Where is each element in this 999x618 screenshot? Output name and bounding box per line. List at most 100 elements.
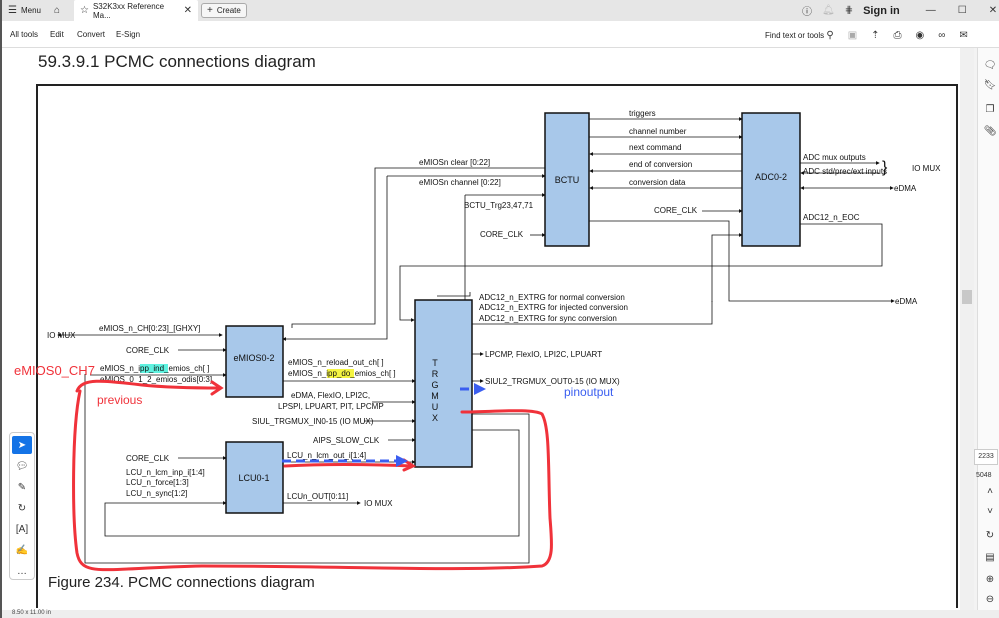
label-adc-io-mux: IO MUX bbox=[912, 164, 941, 173]
print-icon[interactable]: ⎙ bbox=[893, 29, 902, 41]
text-recognition-icon: [A] bbox=[15, 523, 29, 535]
label-triggers: triggers bbox=[629, 109, 656, 118]
trgmux-letter: M bbox=[431, 391, 439, 401]
brace: } bbox=[882, 159, 888, 176]
page-up-icon[interactable]: ˄ bbox=[987, 486, 993, 497]
page-number-input[interactable]: 2233 bbox=[974, 449, 998, 465]
title-right-controls: ⓘ 🔔︎ ⋕ Sign in — ☐ ✕ bbox=[802, 0, 997, 21]
select-tool[interactable]: ➤ bbox=[12, 436, 32, 454]
all-tools-link[interactable]: All tools bbox=[10, 30, 39, 39]
home-icon: ⌂ bbox=[54, 5, 61, 16]
menu-button[interactable]: ☰ Menu bbox=[8, 5, 41, 16]
lasso-icon: ↻ bbox=[17, 502, 27, 514]
label-bctu-core-clk: CORE_CLK bbox=[480, 230, 524, 239]
label-channel-number: channel number bbox=[629, 127, 687, 136]
comment-icon[interactable]: 🗨︎ bbox=[983, 60, 997, 71]
right-rail: 🗨︎ 🔖︎ ❐ 📎︎ ˄ ˅ ↻ ▤ ⊕ ⊖ bbox=[977, 48, 999, 610]
label-siul-out: SIUL2_TRGMUX_OUT0-15 (IO MUX) bbox=[485, 377, 620, 386]
esign-link[interactable]: E-Sign bbox=[116, 30, 141, 39]
label-lcu-force: LCU_n_force[1:3] bbox=[126, 478, 189, 487]
label-lcu-io-mux: IO MUX bbox=[364, 499, 393, 508]
apps-icon[interactable]: ⋕ bbox=[844, 5, 854, 16]
label-end-of-conversion: end of conversion bbox=[629, 160, 692, 169]
add-comment-tool[interactable]: 💬︎ bbox=[12, 457, 32, 475]
red-annotation-path bbox=[72, 379, 554, 572]
convert-link[interactable]: Convert bbox=[77, 30, 106, 39]
search-icon: ⚲ bbox=[826, 29, 834, 41]
label-emios-ch: eMIOS_n_CH[0:23]_[GHXY] bbox=[99, 324, 200, 333]
label-adc-mux-outputs: ADC mux outputs bbox=[803, 153, 866, 162]
trgmux-letter: G bbox=[431, 380, 438, 390]
minimize-icon[interactable]: — bbox=[925, 5, 936, 16]
mail-icon[interactable]: ✉ bbox=[959, 29, 968, 41]
label-periph-1: eDMA, FlexIO, LPI2C, bbox=[291, 391, 370, 400]
label-adc-edma: eDMA bbox=[894, 184, 917, 193]
trgmux-letter: R bbox=[432, 369, 439, 379]
maximize-icon[interactable]: ☐ bbox=[957, 5, 967, 16]
close-tab-icon[interactable]: ✕ bbox=[183, 5, 192, 16]
link-icon[interactable]: ∞ bbox=[938, 29, 946, 41]
help-icon[interactable]: ⓘ bbox=[802, 7, 812, 18]
toolbar: All tools Edit Convert E-Sign Find text … bbox=[2, 21, 999, 48]
find-tools-button[interactable]: Find text or tools ⚲ bbox=[765, 29, 834, 41]
trgmux-letter: U bbox=[432, 402, 439, 412]
document-viewport[interactable]: 59.3.9.1 PCMC connections diagram bbox=[2, 48, 967, 610]
label-adc-std-inputs: ADC std/prec/ext inputs bbox=[803, 167, 887, 176]
stamp-icon: ✍ bbox=[15, 544, 29, 556]
create-button[interactable]: + Create bbox=[201, 3, 247, 18]
lasso-tool[interactable]: ↻ bbox=[12, 499, 32, 517]
label-extrg-normal: ADC12_n_EXTRG for normal conversion bbox=[479, 293, 625, 302]
highlight-ipp-do bbox=[327, 369, 354, 378]
label-lpcmp-out: LPCMP, FlexIO, LPI2C, LPUART bbox=[485, 350, 602, 359]
highlight-ipp-ind bbox=[140, 364, 168, 373]
label-adc-core-clk: CORE_CLK bbox=[654, 206, 698, 215]
edit-link[interactable]: Edit bbox=[50, 30, 64, 39]
close-window-icon[interactable]: ✕ bbox=[988, 5, 998, 16]
label-emios-core-clk: CORE_CLK bbox=[126, 346, 170, 355]
share-user-icon[interactable]: ◉ bbox=[915, 29, 925, 41]
draw-tool[interactable]: ✎ bbox=[12, 478, 32, 496]
page-total: 5048 bbox=[976, 472, 992, 479]
emios-block bbox=[225, 325, 284, 398]
home-button[interactable]: ⌂ bbox=[54, 0, 60, 21]
label-next-command: next command bbox=[629, 143, 681, 152]
adc-label: ADC0-2 bbox=[755, 172, 787, 182]
scroll-thumb[interactable] bbox=[962, 290, 972, 304]
label-extrg-injected: ADC12_n_EXTRG for injected conversion bbox=[479, 303, 628, 312]
attachment-icon[interactable]: 📎︎ bbox=[983, 126, 997, 137]
more-tools[interactable]: … bbox=[12, 562, 32, 580]
rotate-icon[interactable]: ↻ bbox=[985, 530, 995, 541]
star-icon: ☆ bbox=[80, 5, 89, 16]
text-recognition-tool[interactable]: [A] bbox=[12, 520, 32, 538]
zoom-in-icon[interactable]: ⊕ bbox=[985, 574, 995, 585]
label-lcu-core-clk: CORE_CLK bbox=[126, 454, 170, 463]
label-emios-channel: eMIOSn channel [0:22] bbox=[419, 178, 501, 187]
draw-icon: ✎ bbox=[17, 481, 27, 493]
upload-icon[interactable]: ⇡ bbox=[871, 29, 880, 41]
sign-in-button[interactable]: Sign in bbox=[863, 4, 900, 17]
menu-icon: ☰ bbox=[8, 5, 17, 16]
save-icon[interactable]: ▣ bbox=[847, 29, 858, 41]
bookmark-icon[interactable]: 🔖︎ bbox=[983, 80, 997, 91]
zoom-out-icon[interactable]: ⊖ bbox=[985, 594, 995, 605]
adc-block bbox=[741, 112, 801, 247]
blue-annotation-path bbox=[282, 383, 486, 467]
lcu-label: LCU0-1 bbox=[238, 473, 269, 483]
label-extrg-sync: ADC12_n_EXTRG for sync conversion bbox=[479, 314, 617, 323]
label-conversion-data: conversion data bbox=[629, 178, 686, 187]
bell-icon[interactable]: 🔔︎ bbox=[822, 5, 835, 16]
page-fit-icon[interactable]: ▤ bbox=[985, 552, 995, 563]
vertical-scrollbar[interactable] bbox=[960, 48, 974, 610]
pages-icon[interactable]: ❐ bbox=[985, 104, 995, 115]
emios-label: eMIOS0-2 bbox=[233, 353, 274, 363]
pcmc-diagram: BCTU ADC0-2 eMIOS0-2 LCU0-1 T R G M U X … bbox=[14, 109, 941, 572]
stamp-tool[interactable]: ✍ bbox=[12, 541, 32, 559]
quick-tools-panel: ➤ 💬︎ ✎ ↻ [A] ✍ … bbox=[9, 432, 35, 580]
tab-document[interactable]: ☆ S32K3xx Reference Ma... ✕ bbox=[74, 0, 198, 21]
annotation-previous: previous bbox=[97, 393, 142, 407]
plus-icon: + bbox=[207, 5, 213, 16]
trgmux-letter: T bbox=[432, 358, 438, 368]
page-down-icon[interactable]: ˅ bbox=[987, 506, 993, 517]
toolbar-right: Find text or tools ⚲ ▣ ⇡ ⎙ ◉ ∞ ✉ bbox=[765, 26, 968, 44]
